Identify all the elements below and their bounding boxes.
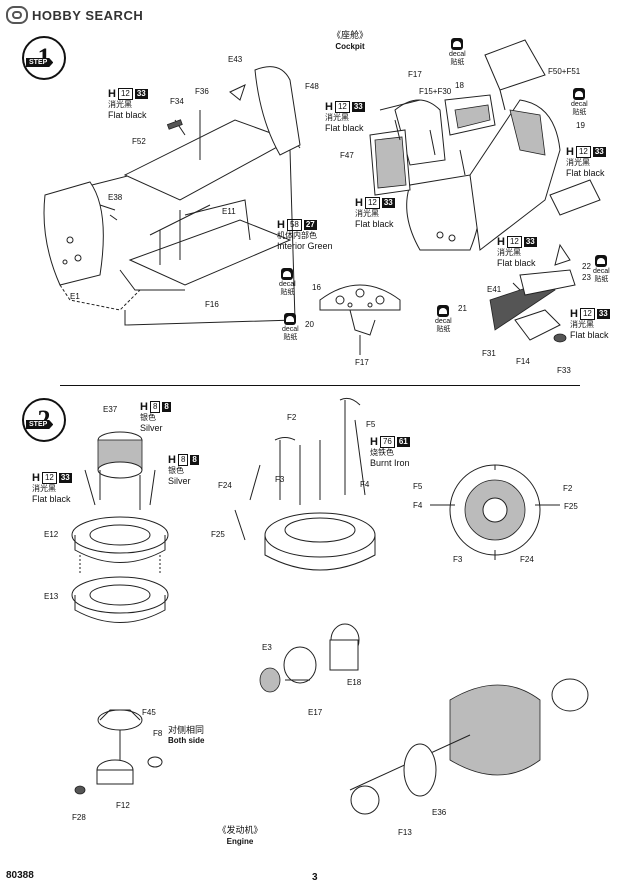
part-label: F31 <box>482 349 496 358</box>
part-label: E18 <box>347 678 362 687</box>
part-label: F52 <box>132 137 146 146</box>
part-label: F2 <box>563 484 573 493</box>
decal-icon <box>437 305 450 317</box>
part-label: E11 <box>222 207 236 216</box>
decal-icon <box>451 38 464 50</box>
part-label: 19 <box>576 121 585 130</box>
both-side-note: 对侧相同 Both side <box>168 725 205 745</box>
engine-caption: 《发动机》 Engine <box>200 825 280 847</box>
cockpit-right-assembly <box>369 39 601 266</box>
instrument-panel <box>319 284 401 355</box>
part-label: F13 <box>398 828 412 837</box>
part-label: 23 <box>582 273 591 282</box>
part-label: F2 <box>287 413 297 422</box>
part-label: F15+F30 <box>419 87 452 96</box>
cockpit-title-en: Cockpit <box>335 42 365 51</box>
part-label: F50+F51 <box>548 67 581 76</box>
rudder-pedal-assembly <box>489 269 576 343</box>
part-label: 16 <box>312 283 321 292</box>
part-label: 22 <box>582 262 591 271</box>
part-label: F16 <box>205 300 219 309</box>
part-label: F47 <box>340 151 354 160</box>
part-label: E13 <box>44 592 59 601</box>
part-label: F33 <box>557 366 571 375</box>
engine-title-cn: 《发动机》 <box>217 825 263 835</box>
part-label: F28 <box>72 813 86 822</box>
part-label: E12 <box>44 530 59 539</box>
watermark: HOBBY SEARCH <box>6 6 143 24</box>
part-label: E43 <box>228 55 243 64</box>
watermark-text: HOBBY SEARCH <box>32 7 144 23</box>
engine-title-en: Engine <box>226 837 254 846</box>
decal-icon <box>595 255 608 267</box>
part-label: E17 <box>308 708 323 717</box>
part-label: F3 <box>275 475 285 484</box>
part-label: F25 <box>564 502 578 511</box>
part-label: E41 <box>487 285 502 294</box>
part-label: F5 <box>366 420 376 429</box>
part-label: F8 <box>153 729 163 738</box>
part-label: F3 <box>453 555 463 564</box>
hobby-search-logo-icon <box>6 6 28 24</box>
part-label: F17 <box>408 70 422 79</box>
part-label: F36 <box>195 87 209 96</box>
part-label: F45 <box>142 708 156 717</box>
engine-pushrod-assembly <box>234 397 376 571</box>
step-divider <box>60 385 580 386</box>
part-label: F5 <box>413 482 423 491</box>
decal-icon <box>284 313 297 325</box>
part-label: F4 <box>413 501 423 510</box>
engine-cylinder-stack <box>71 431 169 623</box>
part-label: F48 <box>305 82 319 91</box>
decal-icon <box>573 88 586 100</box>
engine-side-assembled <box>349 678 589 815</box>
page-number: 3 <box>312 872 318 883</box>
part-label: F24 <box>218 481 232 490</box>
step1-tag: STEP <box>26 58 54 67</box>
part-label: F14 <box>516 357 530 366</box>
engine-accessory <box>74 709 163 795</box>
engine-assembled-front <box>430 464 560 560</box>
part-label: F25 <box>211 530 225 539</box>
decal-icon <box>281 268 294 280</box>
part-label: F4 <box>360 480 370 489</box>
cockpit-title-cn: 《座舱》 <box>331 30 368 40</box>
part-label: F12 <box>116 801 130 810</box>
part-label: E37 <box>103 405 118 414</box>
part-label: E1 <box>70 292 80 301</box>
step2-tag: STEP <box>26 420 54 429</box>
part-label: 20 <box>305 320 314 329</box>
cockpit-left-assembly <box>43 66 301 326</box>
part-label: F34 <box>170 97 184 106</box>
part-label: E36 <box>432 808 447 817</box>
product-code: 80388 <box>6 870 34 881</box>
part-label: E3 <box>262 643 272 652</box>
cockpit-caption: 《座舱》 Cockpit <box>315 30 385 52</box>
part-label: 21 <box>458 304 467 313</box>
part-label: F17 <box>355 358 369 367</box>
part-label: F24 <box>520 555 534 564</box>
part-label: 18 <box>455 81 464 90</box>
engine-reduction-gear <box>259 623 360 693</box>
part-label: E38 <box>108 193 123 202</box>
